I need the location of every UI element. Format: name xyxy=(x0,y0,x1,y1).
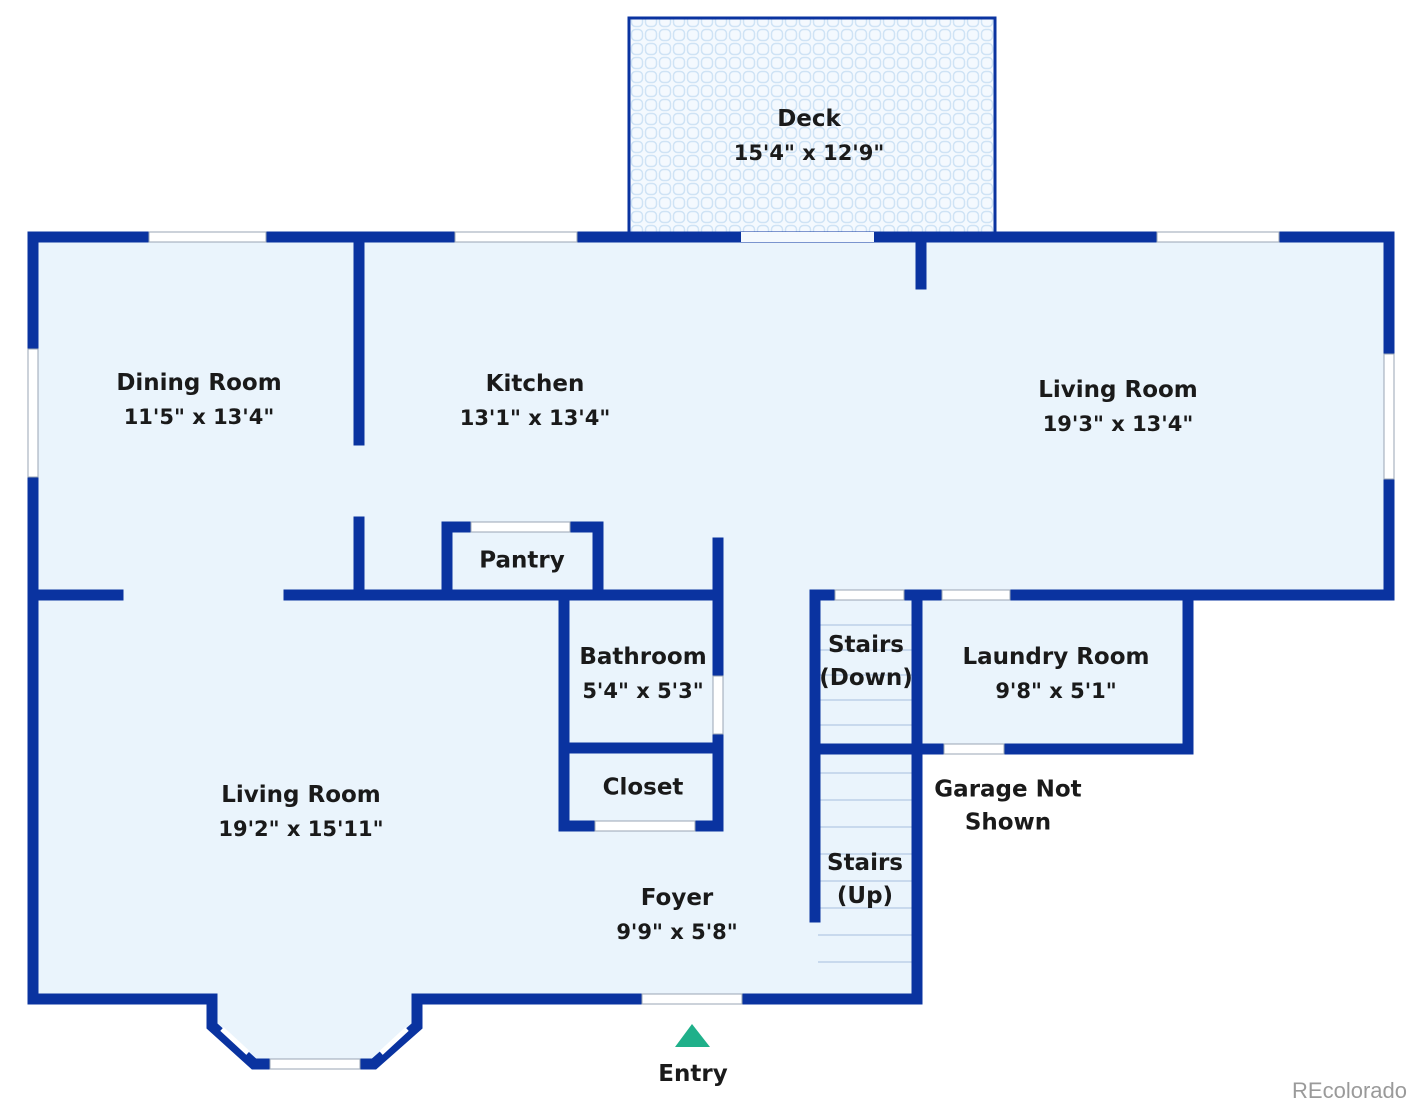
room-label-living-upper: Living Room 19'3" x 13'4" xyxy=(1038,379,1198,435)
bay-windows xyxy=(220,1027,409,1055)
deck-grid xyxy=(629,18,995,236)
entry-label: Entry xyxy=(658,1061,728,1087)
room-label-laundry: Laundry Room 9'8" x 5'1" xyxy=(962,646,1149,702)
room-dims: 5'4" x 5'3" xyxy=(582,679,704,703)
room-name: Foyer xyxy=(640,885,714,911)
room-label-deck: Deck 15'4" x 12'9" xyxy=(734,108,885,164)
room-label-bathroom: Bathroom 5'4" x 5'3" xyxy=(579,646,706,702)
room-name: Laundry Room xyxy=(962,644,1150,670)
room-name: Bathroom xyxy=(579,644,707,670)
room-name: Closet xyxy=(602,774,684,801)
room-dims: 11'5" x 13'4" xyxy=(123,405,275,429)
watermark: REcolorado xyxy=(1292,1078,1407,1103)
room-name: Living Room xyxy=(221,782,381,808)
room-label-dining: Dining Room 11'5" x 13'4" xyxy=(116,372,281,428)
room-label-foyer: Foyer 9'9" x 5'8" xyxy=(616,887,737,943)
room-label-kitchen: Kitchen 13'1" x 13'4" xyxy=(460,373,611,429)
room-dims: 19'2" x 15'11" xyxy=(218,817,384,841)
room-dims: 19'3" x 13'4" xyxy=(1042,412,1194,436)
house-floor xyxy=(33,237,1389,1064)
room-dims: (Up) xyxy=(836,883,894,909)
garage-note-text: Garage Not Shown xyxy=(934,776,1082,836)
room-dims: 9'9" x 5'8" xyxy=(616,920,738,944)
stairs-treads xyxy=(818,624,912,963)
room-name: Pantry xyxy=(479,547,565,574)
entry-arrow-icon xyxy=(675,1024,710,1047)
garage-note: Garage Not Shown xyxy=(933,774,1083,841)
room-name: Living Room xyxy=(1038,377,1198,403)
room-label-pantry: Pantry xyxy=(479,547,565,574)
room-dims: 13'1" x 13'4" xyxy=(459,406,611,430)
room-dims: (Down) xyxy=(819,665,913,691)
windows xyxy=(27,231,1395,1070)
room-label-living-lower: Living Room 19'2" x 15'11" xyxy=(218,784,383,840)
room-label-stairs-up: Stairs (Up) xyxy=(827,852,903,908)
room-label-stairs-down: Stairs (Down) xyxy=(819,634,913,690)
walls xyxy=(27,231,1395,1070)
room-dims: 15'4" x 12'9" xyxy=(733,141,885,165)
room-label-closet: Closet xyxy=(602,774,684,801)
room-name: Stairs xyxy=(827,850,903,876)
deck-door-opening xyxy=(741,232,874,242)
room-name: Dining Room xyxy=(116,370,282,396)
room-name: Kitchen xyxy=(485,371,585,397)
room-name: Deck xyxy=(777,106,841,132)
room-name: Stairs xyxy=(827,632,904,658)
room-dims: 9'8" x 5'1" xyxy=(995,679,1117,703)
